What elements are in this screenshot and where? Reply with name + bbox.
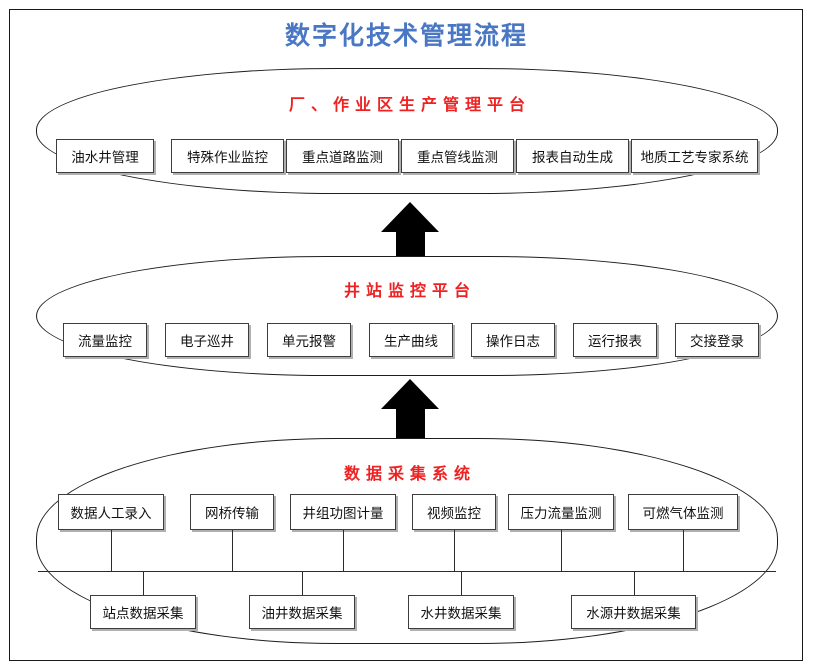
node-acq-0[interactable]: 数据人工录入 [58, 494, 164, 530]
arrow-data-to-station-shaft [396, 408, 425, 440]
node-sub-1[interactable]: 油井数据采集 [249, 595, 355, 629]
connector-acq-5-down [683, 530, 684, 571]
node-station-6[interactable]: 交接登录 [675, 323, 759, 357]
node-sub-0[interactable]: 站点数据采集 [90, 595, 196, 629]
node-plant-1[interactable]: 特殊作业监控 [171, 139, 284, 173]
section-well-station-platform: 井站监控平台 [36, 256, 778, 376]
connector-acq-0-down [111, 530, 112, 571]
connector-acq-3-down [454, 530, 455, 571]
node-station-3[interactable]: 生产曲线 [369, 323, 453, 357]
node-acq-5[interactable]: 可燃气体监测 [628, 494, 738, 530]
section-data-acquisition-heading: 数据采集系统 [343, 464, 476, 483]
node-station-0[interactable]: 流量监控 [63, 323, 147, 357]
connector-acq-1-down [232, 530, 233, 571]
node-plant-5[interactable]: 地质工艺专家系统 [631, 139, 758, 173]
node-sub-2[interactable]: 水井数据采集 [408, 595, 514, 629]
section-well-station-platform-heading: 井站监控平台 [343, 281, 476, 300]
node-acq-1[interactable]: 网桥传输 [190, 494, 274, 530]
node-station-5[interactable]: 运行报表 [573, 323, 657, 357]
node-plant-3[interactable]: 重点管线监测 [401, 139, 514, 173]
node-plant-0[interactable]: 油水井管理 [56, 139, 154, 173]
section-plant-platform: 厂、作业区生产管理平台 [36, 68, 778, 194]
arrow-station-to-plant-shaft [396, 231, 425, 258]
arrow-data-to-station-head [381, 379, 439, 409]
arrow-station-to-plant-head [381, 202, 439, 232]
page-title: 数字化技术管理流程 [284, 21, 528, 50]
connector-sub-2-down [461, 571, 462, 595]
node-station-2[interactable]: 单元报警 [267, 323, 351, 357]
node-plant-2[interactable]: 重点道路监测 [286, 139, 399, 173]
node-sub-3[interactable]: 水源井数据采集 [571, 595, 696, 629]
connector-sub-3-down [634, 571, 635, 595]
node-acq-3[interactable]: 视频监控 [412, 494, 496, 530]
node-acq-2[interactable]: 井组功图计量 [290, 494, 396, 530]
connector-acq-2-down [343, 530, 344, 571]
data-bus-line [38, 571, 776, 572]
section-plant-platform-heading: 厂、作业区生产管理平台 [288, 95, 531, 114]
node-station-1[interactable]: 电子巡井 [165, 323, 249, 357]
node-station-4[interactable]: 操作日志 [471, 323, 555, 357]
connector-acq-4-down [561, 530, 562, 571]
connector-sub-0-down [143, 571, 144, 595]
node-acq-4[interactable]: 压力流量监测 [508, 494, 614, 530]
node-plant-4[interactable]: 报表自动生成 [516, 139, 629, 173]
connector-sub-1-down [302, 571, 303, 595]
